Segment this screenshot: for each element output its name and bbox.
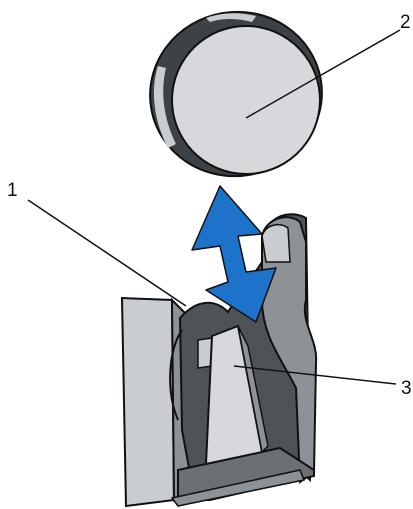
callout-1-label: 1: [7, 180, 18, 201]
battery-connector-icon: [122, 214, 316, 506]
coin-cell-battery-icon: [137, 0, 335, 190]
callout-1-leader: [28, 200, 186, 306]
connector-right-tab-highlight: [262, 225, 290, 262]
callout-3-label: 3: [401, 378, 412, 399]
callout-2-label: 2: [400, 12, 411, 33]
connector-left-pillar: [122, 298, 174, 506]
